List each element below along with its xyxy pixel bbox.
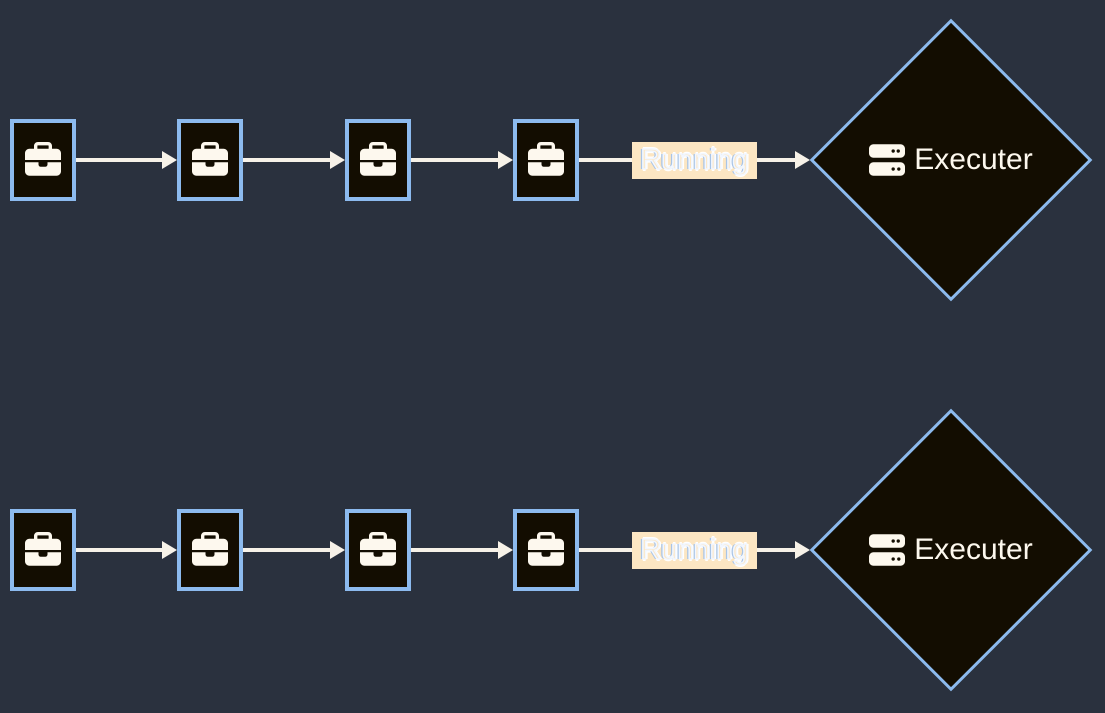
executor-node[interactable]: Executer [809,18,1093,302]
briefcase-icon [527,142,565,178]
server-icon [869,142,906,178]
flow-arrow [411,541,513,559]
edge-label-running: Running [632,532,757,569]
task-node[interactable] [177,509,243,591]
executor-node[interactable]: Executer [809,408,1093,692]
server-icon [869,532,906,568]
briefcase-icon [191,142,229,178]
task-node[interactable] [10,509,76,591]
executor-label: Executer [914,533,1033,566]
task-node[interactable] [345,119,411,201]
briefcase-icon [359,142,397,178]
task-node[interactable] [513,509,579,591]
task-node[interactable] [177,119,243,201]
briefcase-icon [527,532,565,568]
task-node[interactable] [345,509,411,591]
flow-arrow [76,541,177,559]
task-node[interactable] [513,119,579,201]
pipeline-row: Running Executer [0,390,1105,713]
flow-arrow [411,151,513,169]
task-node[interactable] [10,119,76,201]
flow-arrow [243,541,345,559]
pipeline-row: Running Executer [10,18,1093,302]
edge-label-running: Running [632,142,757,179]
flow-arrow [243,151,345,169]
executor-label: Executer [914,143,1033,176]
flow-arrow [76,151,177,169]
briefcase-icon [24,532,62,568]
briefcase-icon [359,532,397,568]
briefcase-icon [191,532,229,568]
briefcase-icon [24,142,62,178]
